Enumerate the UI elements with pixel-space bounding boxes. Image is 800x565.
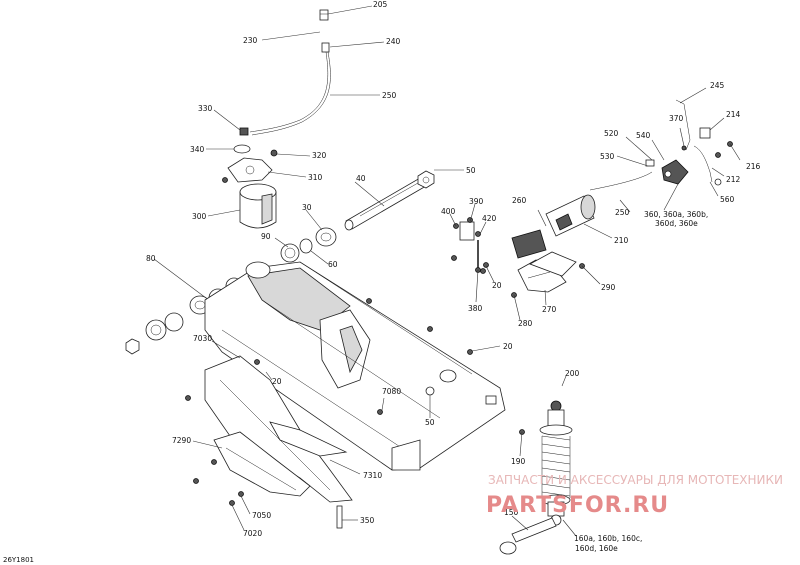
label-7020: 7020 [243, 529, 262, 538]
label-212: 212 [726, 175, 741, 184]
label-260: 260 [512, 196, 527, 205]
label-330: 330 [198, 104, 213, 113]
callout-labels: 205 230 240 250 330 340 320 310 300 40 5… [146, 0, 761, 553]
label-380: 380 [468, 304, 483, 313]
label-390: 390 [469, 197, 484, 206]
label-20: 20 [492, 281, 502, 290]
part-40-axle [344, 177, 427, 231]
label-320: 320 [312, 151, 327, 160]
label-360-line1: 360, 360a, 360b, [644, 210, 708, 219]
part-245-pipe [675, 99, 691, 151]
part-360-valve [661, 159, 689, 185]
label-560: 560 [720, 195, 735, 204]
label-520: 520 [604, 129, 619, 138]
label-7030: 7030 [193, 334, 212, 343]
label-350: 350 [360, 516, 375, 525]
part-214-clamp [699, 127, 711, 139]
label-300: 300 [192, 212, 207, 221]
diagram-code: 26Y1801 [3, 556, 34, 564]
part-250-hose [249, 51, 329, 133]
watermark-tagline: ЗАПЧАСТИ И АКСЕССУАРЫ ДЛЯ МОТОТЕХНИКИ [488, 473, 783, 487]
watermark: ЗАПЧАСТИ И АКСЕССУАРЫ ДЛЯ МОТОТЕХНИКИ PA… [486, 473, 783, 518]
label-7310: 7310 [363, 471, 382, 480]
label-205: 205 [373, 0, 388, 9]
label-310: 310 [308, 173, 323, 182]
part-270-bracket [517, 259, 567, 293]
label-90: 90 [261, 232, 271, 241]
part-30-bearing [315, 227, 337, 247]
label-20-mid: 20 [272, 377, 282, 386]
part-shock-absorber [539, 400, 573, 526]
watermark-logo: PARTSFOR.RU [486, 493, 669, 518]
label-540: 540 [636, 131, 651, 140]
label-40: 40 [356, 174, 366, 183]
label-370: 370 [669, 114, 684, 123]
label-200: 200 [565, 369, 580, 378]
label-530: 530 [600, 152, 615, 161]
part-210-shock-body [545, 194, 596, 237]
label-420: 420 [482, 214, 497, 223]
label-270: 270 [542, 305, 557, 314]
part-280-bracket [529, 251, 577, 277]
label-80: 80 [146, 254, 156, 263]
label-214: 214 [726, 110, 741, 119]
label-30: 30 [302, 203, 312, 212]
label-290: 290 [601, 283, 616, 292]
part-90-bushing [280, 243, 300, 263]
part-340-washer [233, 144, 251, 154]
label-360-line2: 360d, 360e [655, 219, 698, 228]
label-216: 216 [746, 162, 761, 171]
part-260-boot [511, 229, 547, 259]
part-330-clip [239, 127, 249, 136]
label-190: 190 [511, 457, 526, 466]
label-60: 60 [328, 260, 338, 269]
part-240-fitting [321, 42, 330, 53]
label-400: 400 [441, 207, 456, 216]
label-340: 340 [190, 145, 205, 154]
part-310-bracket [222, 157, 273, 183]
label-160-line2: 160d, 160e [575, 544, 618, 553]
part-320-screw [270, 149, 278, 157]
part-350-bolt [336, 505, 343, 529]
part-150-pin [499, 517, 557, 555]
label-7080: 7080 [382, 387, 401, 396]
leader-lines [153, 5, 741, 537]
part-300-reservoir [239, 183, 277, 229]
label-240: 240 [386, 37, 401, 46]
label-245: 245 [710, 81, 725, 90]
label-250-right: 250 [615, 208, 630, 217]
label-230: 230 [243, 36, 258, 45]
part-7290-guard [213, 431, 311, 497]
part-205-fitting [319, 9, 329, 21]
label-7290: 7290 [172, 436, 191, 445]
label-210: 210 [614, 236, 629, 245]
label-20-right: 20 [503, 342, 513, 351]
part-60-bushing [299, 238, 313, 254]
part-7310-plate [269, 421, 348, 457]
part-520-fitting [645, 159, 655, 167]
part-390-linkage [451, 217, 486, 274]
label-50-lower: 50 [425, 418, 435, 427]
label-150: 150 [504, 508, 519, 517]
label-160-line1: 160a, 160b, 160c, [574, 534, 642, 543]
label-50: 50 [466, 166, 476, 175]
part-50-nut [417, 170, 435, 189]
label-7050: 7050 [252, 511, 271, 520]
label-280: 280 [518, 319, 533, 328]
label-250: 250 [382, 91, 397, 100]
part-250-line-right [589, 171, 653, 191]
